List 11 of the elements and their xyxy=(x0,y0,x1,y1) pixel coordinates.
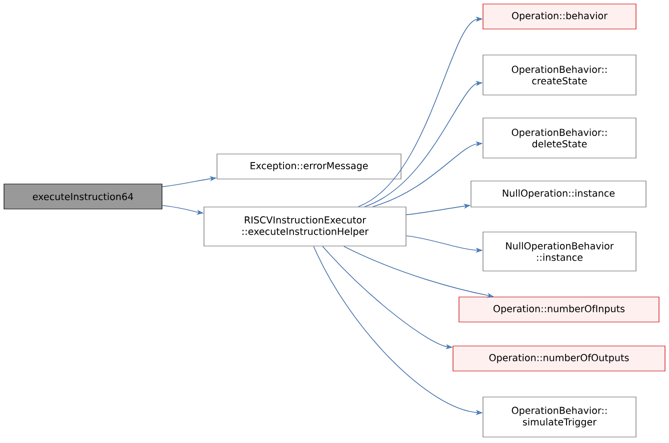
function-box: OperationBehavior:: simulateTrigger xyxy=(482,396,636,438)
function-box: executeInstruction64 xyxy=(4,184,162,210)
function-box: Exception::errorMessage xyxy=(216,154,402,180)
function-box: RISCVInstructionExecutor ::executeInstructionHelper xyxy=(204,206,406,246)
function-box: Operation::numberOfOutputs xyxy=(452,346,666,372)
function-box: Operation::numberOfInputs xyxy=(458,296,660,322)
function-box: NullOperationBehavior ::instance xyxy=(482,232,636,272)
function-box: Operation::behavior xyxy=(482,4,636,30)
function-box: OperationBehavior:: deleteState xyxy=(482,118,636,158)
function-box: OperationBehavior:: createState xyxy=(482,54,636,96)
function-box: NullOperation::instance xyxy=(470,180,646,208)
